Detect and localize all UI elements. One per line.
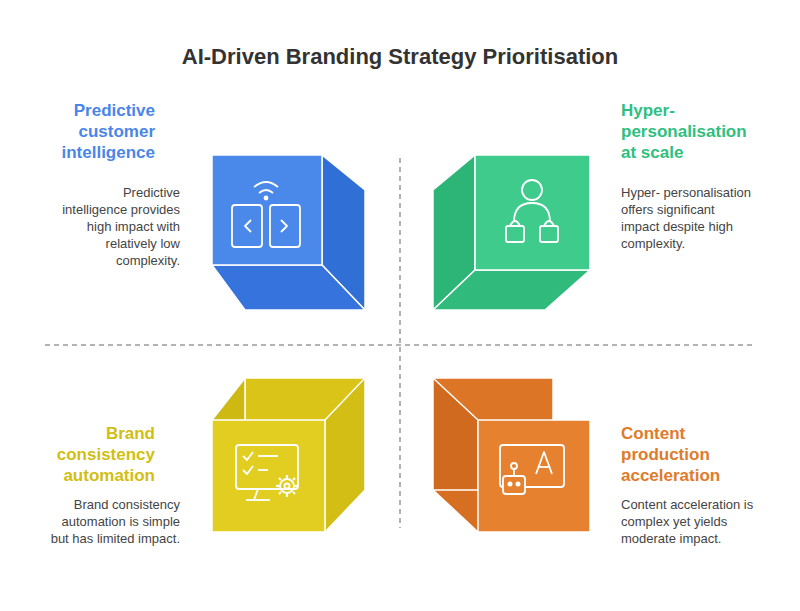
diagram-title: AI-Driven Branding Strategy Prioritisati… [0, 44, 800, 70]
strategy-heading: Brand consistency automation [35, 423, 155, 486]
strategy-heading: Hyper- personalisation at scale [621, 100, 761, 163]
strategy-block: Brand consistency automationBrand consis… [40, 423, 180, 551]
strategy-description: Brand consistency automation is simple b… [48, 496, 180, 547]
strategy-block: Hyper- personalisation at scaleHyper- pe… [621, 100, 771, 256]
strategy-description: Content acceleration is complex yet yiel… [621, 496, 761, 547]
strategy-heading: Predictive customer intelligence [35, 100, 155, 163]
green-cube [433, 155, 590, 310]
strategy-block: Predictive customer intelligencePredicti… [40, 100, 180, 273]
blue-cube [212, 155, 365, 310]
strategy-description: Predictive intelligence provides high im… [58, 184, 180, 269]
strategy-block: Content production accelerationContent a… [621, 423, 771, 551]
yellow-cube [212, 378, 365, 532]
divider-line [399, 158, 401, 528]
strategy-description: Hyper- personalisation offers significan… [621, 184, 753, 252]
orange-cube [433, 378, 590, 532]
divider-line [45, 344, 755, 346]
strategy-heading: Content production acceleration [621, 423, 751, 486]
